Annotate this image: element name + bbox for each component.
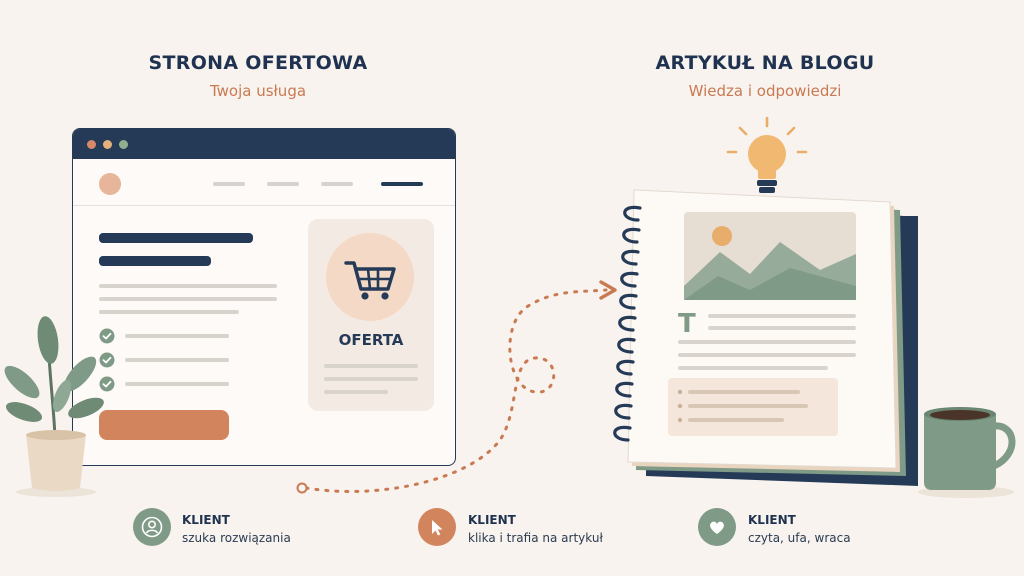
window-dot-minimize — [103, 140, 112, 149]
step-1-text: szuka rozwiązania — [182, 531, 291, 545]
step-2-heading: KLIENT — [468, 513, 516, 527]
step-3-icon-circle — [698, 508, 736, 546]
blog-notebook: T — [613, 189, 918, 486]
heart-icon — [710, 521, 724, 534]
window-dot-close — [87, 140, 96, 149]
nav-link-active — [381, 182, 423, 186]
header-divider — [73, 205, 455, 206]
offer-text-line — [324, 377, 418, 381]
step-1-heading: KLIENT — [182, 513, 230, 527]
blog-article-title: ARTYKUŁ NA BLOGU — [655, 52, 875, 74]
check-icon — [99, 376, 115, 392]
browser-titlebar — [73, 129, 455, 159]
feature-line — [125, 382, 229, 386]
step-2-icon-circle — [418, 508, 456, 546]
offer-label: OFERTA — [338, 331, 404, 349]
cta-button[interactable] — [99, 410, 229, 440]
step-1-icon-circle — [133, 508, 171, 546]
blog-article-subtitle: Wiedza i odpowiedzi — [688, 82, 842, 100]
check-icon — [99, 328, 115, 344]
cart-icon-circle — [326, 233, 414, 321]
hero-text-line — [99, 310, 239, 314]
offer-page-browser: OFERTA — [72, 128, 456, 466]
cursor-icon — [432, 520, 443, 536]
coffee-mug-illustration — [918, 407, 1016, 498]
step-2-text: klika i trafia na artykuł — [468, 531, 603, 545]
offer-page-subtitle: Twoja usługa — [209, 82, 307, 100]
offer-page-title: STRONA OFERTOWA — [148, 52, 368, 74]
feature-line — [125, 358, 229, 362]
offer-card[interactable]: OFERTA — [308, 219, 434, 411]
user-icon — [141, 516, 163, 538]
offer-text-line — [324, 364, 418, 368]
hero-text-line — [99, 297, 277, 301]
shopping-cart-icon — [344, 261, 396, 300]
potted-plant-illustration — [4, 316, 104, 497]
step-3-text: czyta, ufa, wraca — [748, 531, 851, 545]
feature-line — [125, 334, 229, 338]
check-icon — [99, 352, 115, 368]
offer-text-line — [324, 390, 388, 394]
nav-link — [213, 182, 245, 186]
hero-heading-line — [99, 256, 211, 266]
hero-text-line — [99, 284, 277, 288]
svg-text:T: T — [678, 309, 696, 339]
nav-link — [267, 182, 299, 186]
nav-link — [321, 182, 353, 186]
window-dot-maximize — [119, 140, 128, 149]
lightbulb-icon — [726, 116, 808, 193]
hero-heading-line — [99, 233, 253, 243]
step-3-heading: KLIENT — [748, 513, 796, 527]
site-logo-circle — [99, 173, 121, 195]
